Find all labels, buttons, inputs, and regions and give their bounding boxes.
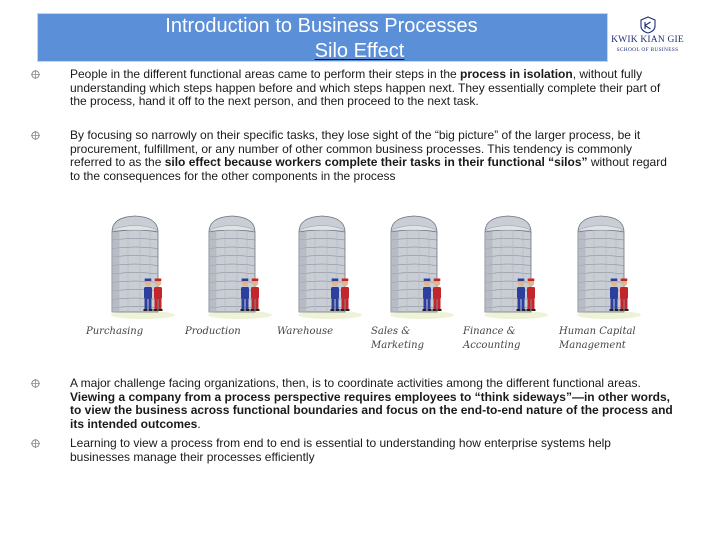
bullet-item: A major challenge facing organizations, …	[31, 376, 674, 431]
logo-emblem-icon	[640, 16, 656, 34]
bullet-text: .	[197, 416, 201, 431]
bullet-marker-icon	[31, 70, 40, 79]
bullet-text: Viewing a company from a process perspec…	[70, 389, 673, 431]
silo-icon	[298, 215, 362, 319]
bullet-marker-icon	[31, 439, 40, 448]
bullet-item: By focusing so narrowly on their specifi…	[31, 128, 674, 183]
logo-name: KWIK KIAN GIE	[611, 35, 684, 45]
bullet-text: without regard to the consequences for t…	[70, 155, 667, 183]
silo-label: Purchasing	[86, 326, 144, 337]
bullet-text: process in isolation	[460, 67, 573, 81]
bullet-text: , without fully understanding which step…	[70, 67, 661, 109]
silo-icon	[208, 215, 272, 319]
bullet-text: Learning to view a process from end to e…	[70, 436, 611, 464]
silo-icon	[390, 215, 454, 319]
slide-subtitle: Silo Effect	[314, 40, 405, 62]
title-bar: Introduction to Business Processes Silo …	[37, 13, 608, 62]
silo-graphic	[574, 214, 644, 320]
bullet-text: silo effect because workers complete the…	[164, 155, 588, 170]
silo-label: Sales & Marketing	[371, 326, 425, 351]
bullet-item: People in the different functional areas…	[31, 67, 674, 109]
slide-title: Introduction to Business Processes	[165, 15, 478, 37]
silo-graphic	[295, 214, 365, 320]
bullet-marker-icon	[31, 131, 40, 140]
silo-graphic	[205, 214, 275, 320]
silo-graphic	[481, 214, 551, 320]
silo-label: Finance & Accounting	[463, 326, 521, 351]
silo-graphic	[108, 214, 178, 320]
bullet-text: By focusing so narrowly on their specifi…	[70, 128, 641, 170]
silo-graphic	[387, 214, 457, 320]
bullet-text: People in the different functional areas…	[70, 67, 460, 81]
silo-icon	[577, 215, 641, 319]
silo-label: Warehouse	[277, 326, 334, 337]
silo-label: Production	[185, 326, 241, 337]
bullet-text: A major challenge facing organizations, …	[70, 376, 641, 390]
bullet-item: Learning to view a process from end to e…	[31, 436, 674, 464]
school-logo: KWIK KIAN GIE SCHOOL OF BUSINESS	[609, 13, 686, 62]
silo-label: Human Capital Management	[559, 326, 636, 351]
silo-icon	[484, 215, 548, 319]
silo-icon	[111, 215, 175, 319]
bullet-marker-icon	[31, 379, 40, 388]
logo-subtitle: SCHOOL OF BUSINESS	[616, 47, 679, 53]
